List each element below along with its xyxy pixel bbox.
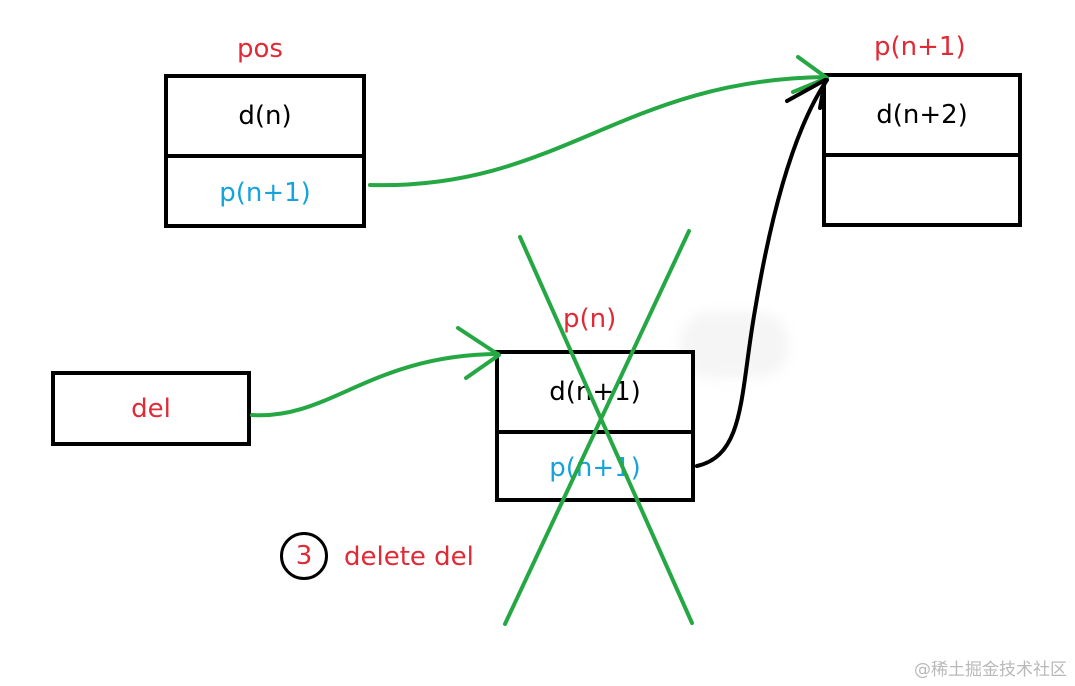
deleted-to-target-arrowhead xyxy=(785,78,827,110)
pos-to-target-arrow xyxy=(368,75,827,188)
pos-next-cell: p(n+1) xyxy=(219,178,311,208)
step-number-badge: 3 xyxy=(280,532,328,580)
del-label: del xyxy=(131,393,171,424)
target-node: d(n+2) xyxy=(822,73,1022,227)
target-data-cell: d(n+2) xyxy=(876,100,968,130)
cross-line-2 xyxy=(503,229,691,626)
pos-to-target-arrowhead xyxy=(791,55,829,94)
del-to-deleted-arrow xyxy=(250,352,500,418)
cross-line-1 xyxy=(518,235,694,625)
deleted-to-target-arrow xyxy=(695,78,829,468)
step-text: delete del xyxy=(344,542,474,572)
pos-node-title: pos xyxy=(237,34,283,64)
del-to-deleted-arrowhead xyxy=(456,326,501,380)
del-pointer-box: del xyxy=(51,371,251,446)
background-smudge xyxy=(680,312,788,378)
target-node-title: p(n+1) xyxy=(874,32,966,62)
deleted-node-title: p(n) xyxy=(563,304,617,334)
pos-node-divider xyxy=(168,154,362,158)
watermark: @稀土掘金技术社区 xyxy=(914,660,1067,680)
target-node-divider xyxy=(826,153,1018,157)
pos-data-cell: d(n) xyxy=(238,101,292,131)
pos-node: d(n) p(n+1) xyxy=(164,74,366,228)
